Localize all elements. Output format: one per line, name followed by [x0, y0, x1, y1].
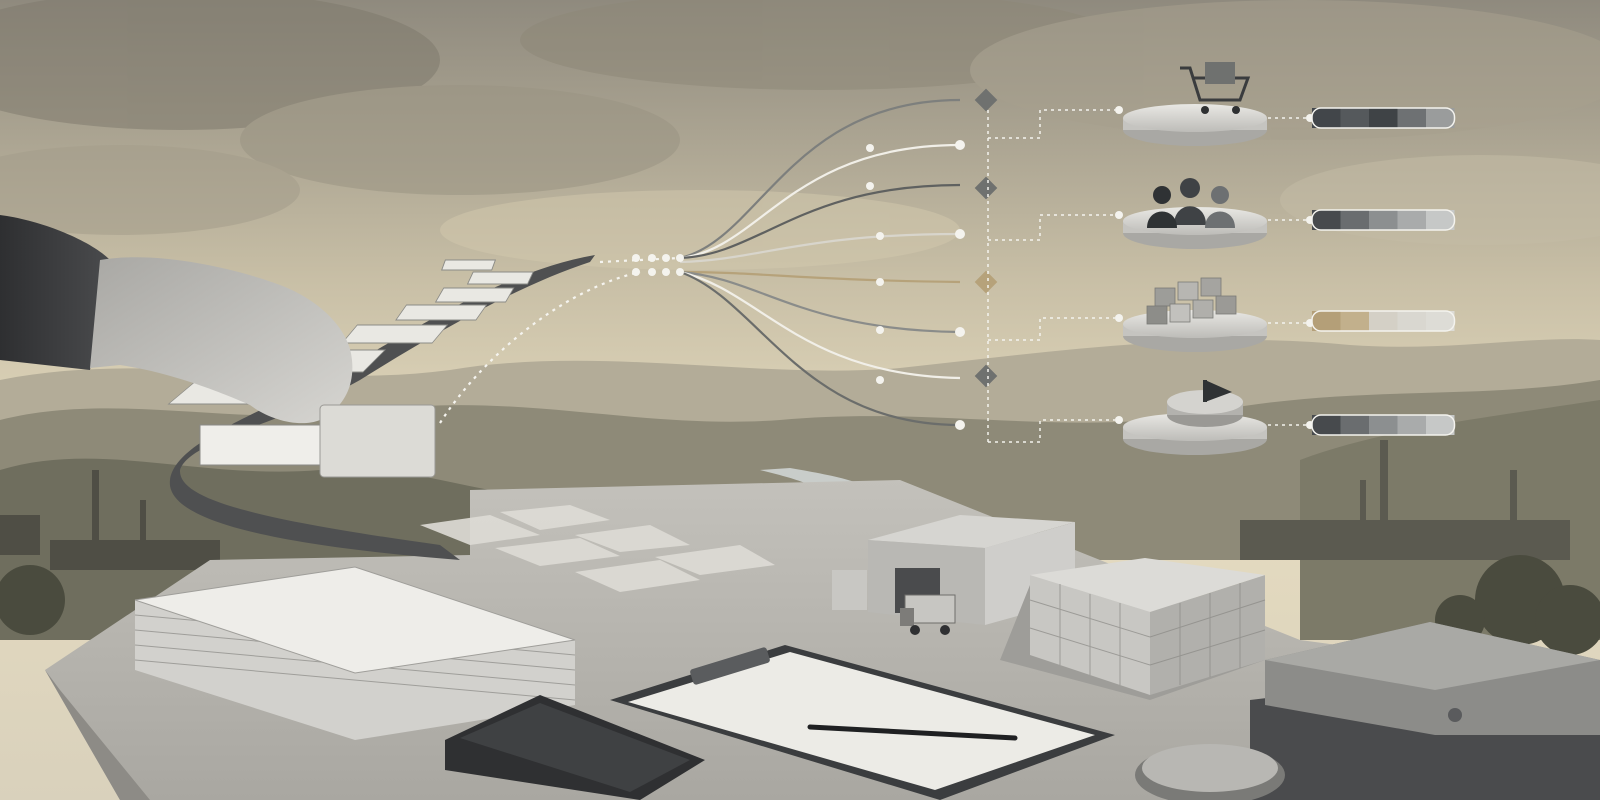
segment: [1369, 311, 1398, 331]
binder-icon: [1250, 622, 1600, 800]
segment: [1426, 108, 1455, 128]
segment: [1312, 311, 1341, 331]
segment: [1426, 210, 1455, 230]
segment: [1369, 210, 1398, 230]
pie-chart-icon: [1167, 380, 1243, 427]
segment: [1340, 210, 1369, 230]
platform-people: [1123, 178, 1267, 249]
platform-cart: [1123, 62, 1267, 146]
segment-bar-shopping-cart: [1311, 107, 1456, 129]
router-lines: [987, 109, 1310, 445]
segment: [1397, 311, 1426, 331]
box-pallet: [1000, 558, 1266, 700]
segment-bar-outline: [1311, 107, 1456, 129]
pen-icon: [807, 724, 1018, 741]
segment: [1397, 108, 1426, 128]
segment: [1340, 108, 1369, 128]
segment: [1369, 415, 1398, 435]
segment: [1397, 210, 1426, 230]
platform-boxes: [1123, 277, 1267, 352]
segment: [1397, 415, 1426, 435]
segment: [1426, 311, 1455, 331]
segment-bar-boxes: [1311, 310, 1456, 332]
boxes-icon: [1146, 277, 1237, 325]
segment-bar-outline: [1311, 209, 1456, 231]
round-tin: [1135, 744, 1285, 800]
factory-left: [0, 470, 220, 570]
warehouse-icon: [832, 515, 1075, 625]
segment-bars: [1311, 107, 1456, 436]
segment: [1340, 311, 1369, 331]
segment-bar-outline: [1311, 310, 1456, 332]
segment-bar-outline: [1311, 414, 1456, 436]
segment: [1426, 415, 1455, 435]
segment-bar-people: [1311, 209, 1456, 231]
segment: [1312, 108, 1341, 128]
segment-bar-pie-chart: [1311, 414, 1456, 436]
hand-holding-card-icon: [0, 215, 436, 478]
segment: [1340, 415, 1369, 435]
people-icon: [1147, 178, 1235, 228]
flow-lines: [439, 98, 961, 427]
calculator-icon: [445, 695, 705, 800]
shopping-cart-icon: [1180, 62, 1251, 114]
platform-pie: [1123, 380, 1267, 455]
paper-stack: [134, 566, 576, 740]
factory-right: [1240, 440, 1570, 560]
flow-nodes: [632, 140, 965, 430]
truck-icon: [900, 594, 956, 635]
clipboard-icon: [610, 645, 1115, 800]
segment: [1369, 108, 1398, 128]
segment: [1312, 210, 1341, 230]
segment: [1312, 415, 1341, 435]
desk-tiles: [420, 505, 775, 592]
